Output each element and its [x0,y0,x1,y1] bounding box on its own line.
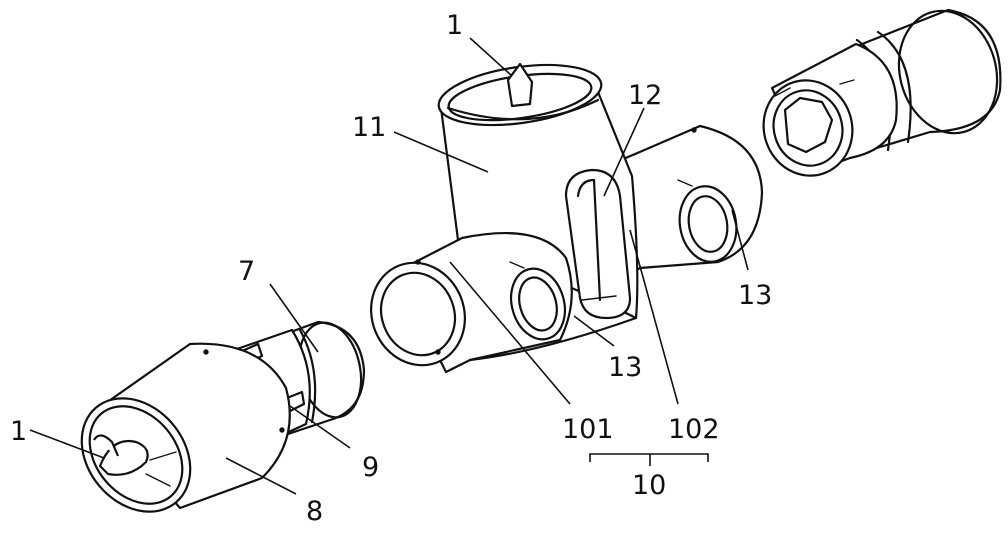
label-7: 7 [238,256,255,287]
label-102: 102 [668,414,720,445]
label-1-top: 1 [446,10,463,41]
central-tee-body [370,63,764,374]
right-end-cap [762,8,1002,177]
label-101: 101 [562,414,614,445]
label-12: 12 [628,80,662,111]
left-nozzle-part-8 [80,342,291,513]
label-10: 10 [632,470,666,501]
label-9: 9 [362,452,379,483]
label-8: 8 [306,496,323,527]
leader-lines [29,37,749,495]
label-13-mid: 13 [608,352,642,383]
label-11: 11 [352,112,386,143]
label-1-left: 1 [10,416,27,447]
label-13-right: 13 [738,280,772,311]
